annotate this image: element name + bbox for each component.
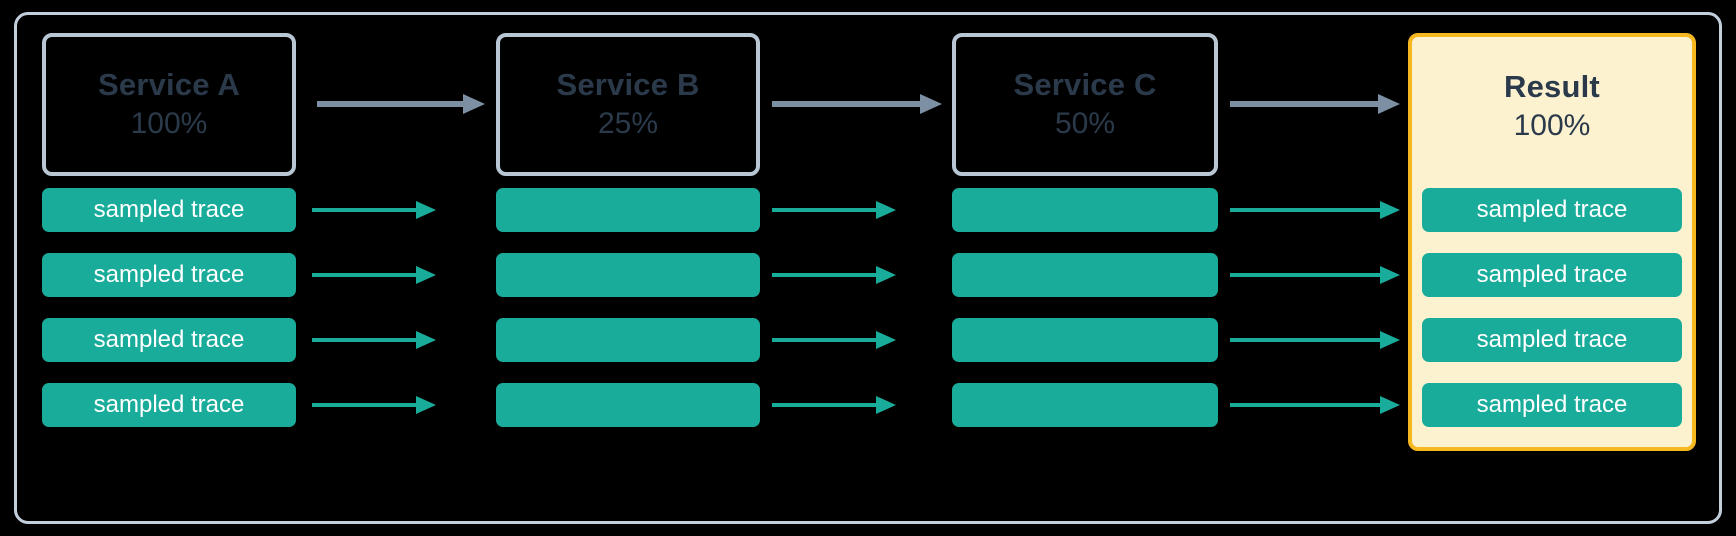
trace-bar[interactable] (952, 188, 1218, 232)
flow-arrow-icon (772, 93, 942, 115)
result-title: Result (1504, 68, 1600, 104)
flow-arrow-icon (317, 93, 485, 115)
trace-bar-label: sampled trace (93, 261, 245, 288)
service-percent-a: 100% (130, 106, 208, 140)
column-service-b: Service B 25% (496, 0, 760, 536)
trace-arrow-icon (312, 264, 436, 286)
trace-bar-label: sampled trace (1476, 391, 1628, 418)
trace-bar-label: sampled trace (93, 391, 245, 418)
trace-arrow-icon (1230, 394, 1400, 416)
trace-bar[interactable]: sampled trace (1422, 253, 1682, 297)
column-service-a: Service A 100% sampled trace sampled tra… (42, 0, 296, 536)
trace-bar[interactable]: sampled trace (42, 188, 296, 232)
trace-bar[interactable] (496, 318, 760, 362)
trace-bar[interactable] (496, 383, 760, 427)
trace-bar[interactable] (952, 253, 1218, 297)
trace-bar-label: sampled trace (93, 326, 245, 353)
trace-bar[interactable]: sampled trace (1422, 318, 1682, 362)
trace-arrow-icon (772, 394, 896, 416)
trace-bar[interactable]: sampled trace (42, 318, 296, 362)
trace-bar[interactable] (496, 253, 760, 297)
result-percent: 100% (1513, 108, 1591, 142)
trace-bar-label: sampled trace (1476, 196, 1628, 223)
service-title-b: Service B (556, 66, 700, 102)
trace-arrow-icon (772, 199, 896, 221)
column-service-c: Service C 50% (952, 0, 1218, 536)
trace-arrow-icon (1230, 199, 1400, 221)
trace-arrow-icon (312, 394, 436, 416)
service-percent-b: 25% (597, 106, 659, 140)
trace-bar[interactable]: sampled trace (1422, 188, 1682, 232)
trace-arrow-icon (312, 329, 436, 351)
trace-bar[interactable]: sampled trace (42, 383, 296, 427)
trace-bar[interactable]: sampled trace (42, 253, 296, 297)
trace-bar-label: sampled trace (1476, 326, 1628, 353)
trace-bar[interactable] (952, 383, 1218, 427)
diagram-outer-frame (14, 12, 1722, 524)
trace-bar[interactable] (952, 318, 1218, 362)
service-title-a: Service A (98, 66, 240, 102)
result-highlight-box[interactable]: Result 100% (1408, 33, 1696, 451)
service-percent-c: 50% (1054, 106, 1116, 140)
trace-arrow-icon (772, 329, 896, 351)
trace-arrow-icon (772, 264, 896, 286)
service-title-c: Service C (1013, 66, 1157, 102)
trace-arrow-icon (1230, 264, 1400, 286)
result-header: Result 100% (1412, 37, 1692, 176)
flow-arrow-icon (1230, 93, 1400, 115)
service-box-b[interactable]: Service B 25% (496, 33, 760, 176)
trace-arrow-icon (1230, 329, 1400, 351)
trace-bar-label: sampled trace (1476, 261, 1628, 288)
trace-bar-label: sampled trace (93, 196, 245, 223)
column-result: Result 100% sampled trace sampled trace … (1408, 0, 1696, 536)
trace-bar[interactable]: sampled trace (1422, 383, 1682, 427)
trace-bar[interactable] (496, 188, 760, 232)
trace-arrow-icon (312, 199, 436, 221)
service-box-a[interactable]: Service A 100% (42, 33, 296, 176)
service-box-c[interactable]: Service C 50% (952, 33, 1218, 176)
